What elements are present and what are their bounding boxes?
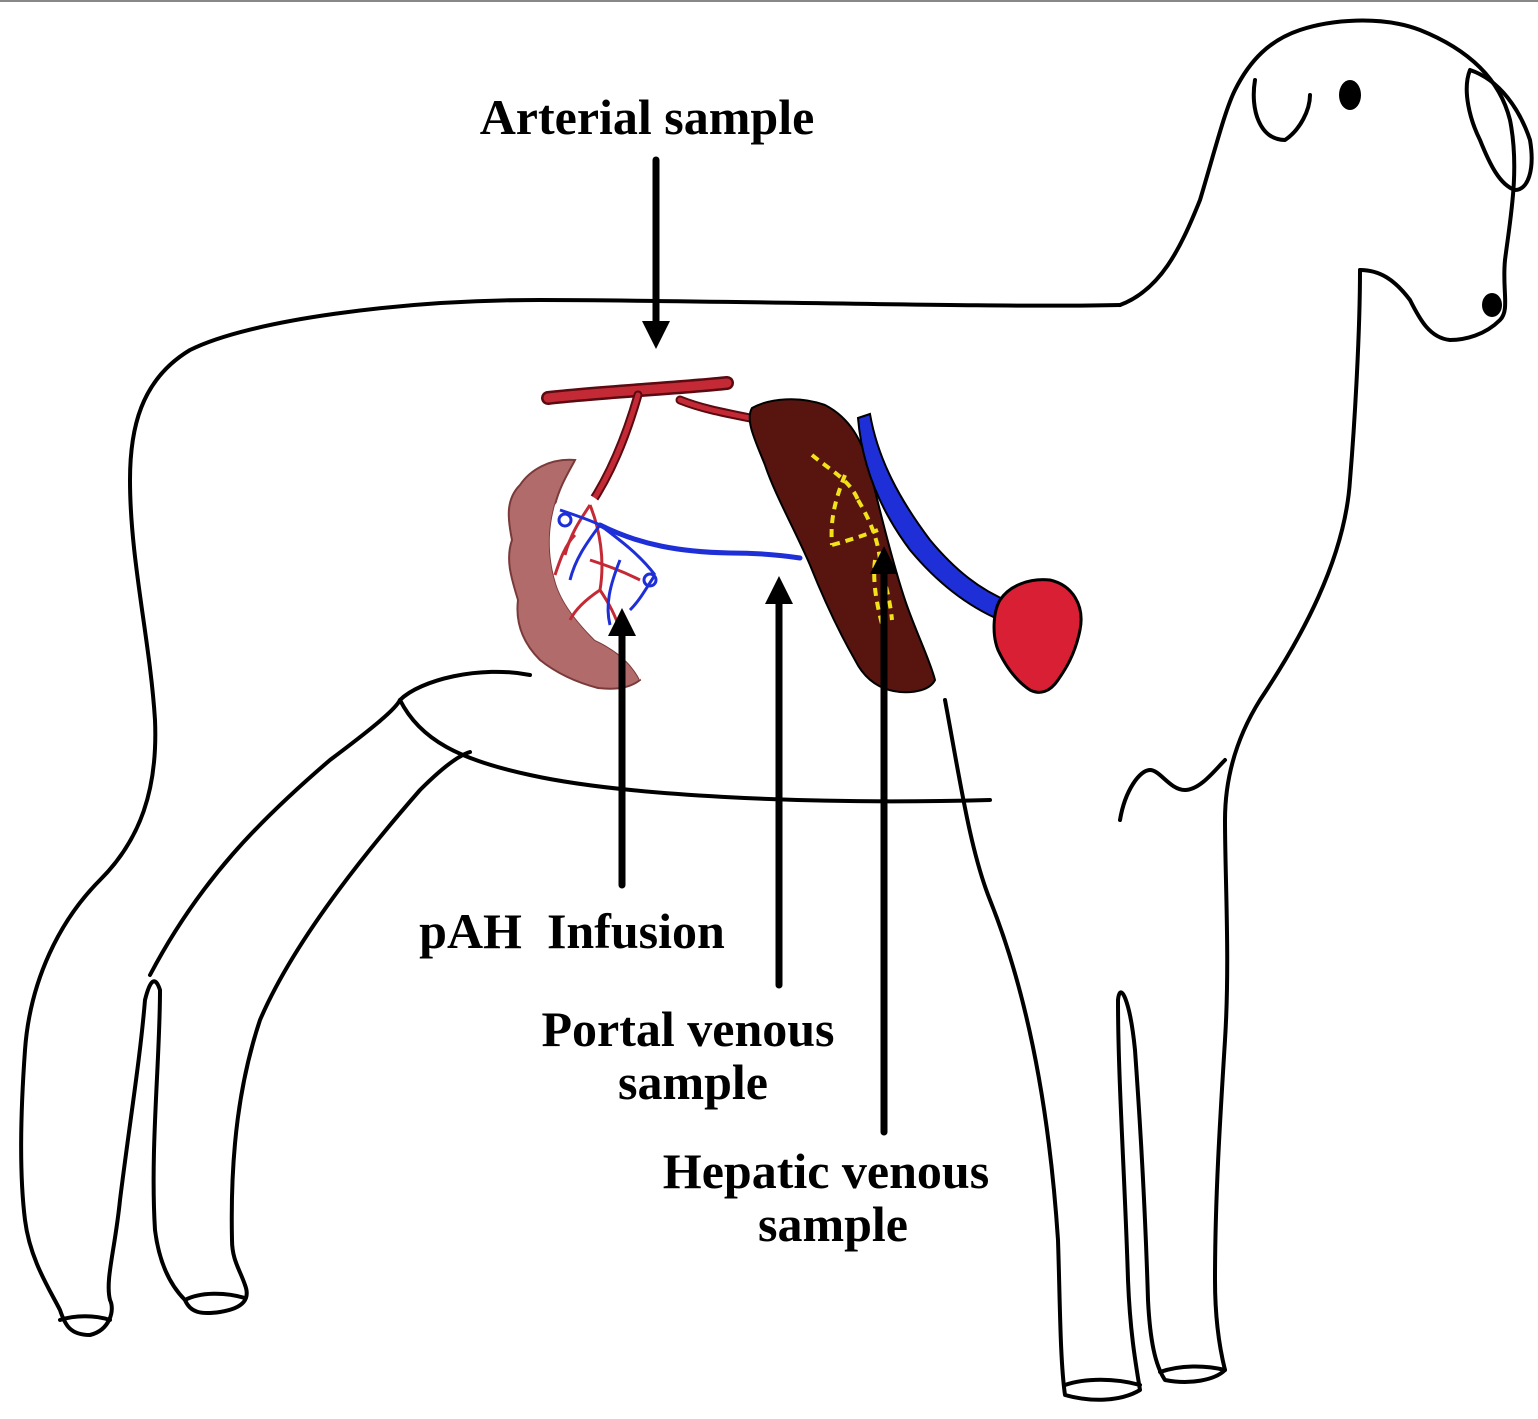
organs	[509, 383, 1081, 692]
sheep-nostril	[1482, 293, 1502, 317]
pah-infusion-label: pAH Infusion	[419, 903, 725, 959]
hepatic-venous-label-line2: sample	[758, 1196, 908, 1252]
sampling-arrows	[622, 160, 884, 1132]
sheep-eye	[1339, 80, 1361, 110]
portal-venous-label-line2: sample	[618, 1054, 768, 1110]
heart	[994, 580, 1081, 693]
hepatic-venous-label-line1: Hepatic venous	[663, 1143, 989, 1199]
portal-venous-label-line1: Portal venous	[541, 1001, 834, 1057]
arterial-sample-label: Arterial sample	[480, 89, 815, 145]
